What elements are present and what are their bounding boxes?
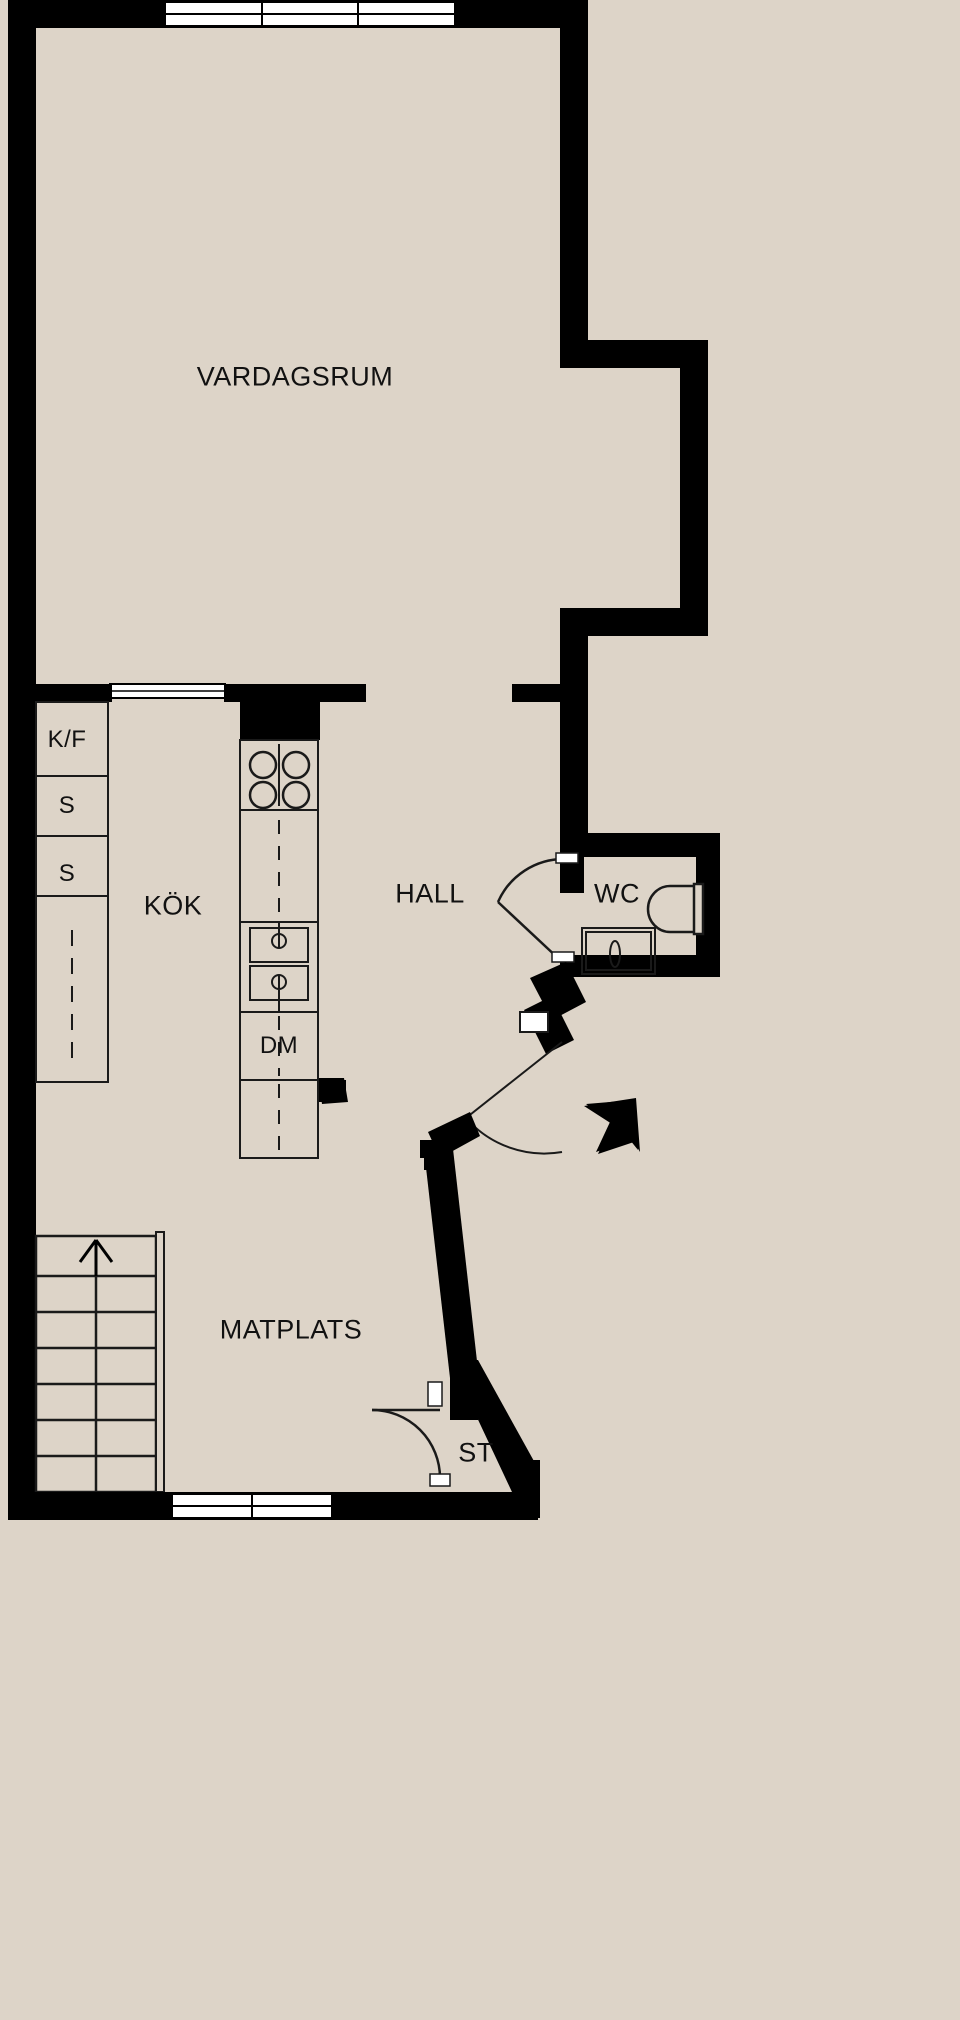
kitchen-left-cabinets [35, 701, 109, 1083]
room-label-hall: HALL [395, 878, 465, 909]
room-label-vardagsrum: VARDAGSRUM [196, 361, 394, 392]
fixture-label-cabinet-1: S [58, 792, 76, 819]
fixture-label-cabinet-2: S [58, 860, 76, 887]
window-kitchen [109, 683, 226, 699]
room-label-kok: KÖK [143, 890, 203, 921]
fixture-label-fridge-freezer: K/F [47, 726, 87, 753]
wall-caps [8, 1492, 538, 1520]
wall-stub-diagonal-kitchen [318, 1078, 348, 1104]
door-wc-swing[interactable] [496, 852, 579, 963]
fixture-label-dishwasher: DM [259, 1032, 299, 1059]
window-dining-south [171, 1493, 333, 1519]
room-label-matplats: MATPLATS [219, 1314, 363, 1345]
washbasin-vanity [581, 927, 656, 975]
exterior-walls [8, 0, 720, 1520]
interior-walls [8, 684, 366, 1102]
entrance-arrow [584, 1098, 640, 1154]
stair-railing [155, 1231, 165, 1493]
door-storage-swing[interactable] [371, 1381, 451, 1487]
room-label-st: ST [458, 1437, 494, 1468]
room-label-wc: WC [594, 878, 640, 909]
window-living-room-north [164, 1, 456, 27]
door-entry-leaf[interactable] [519, 1011, 549, 1033]
stair-up-arrow [78, 1239, 114, 1276]
double-basin-sink [249, 922, 309, 1012]
toilet-fixture [646, 882, 705, 936]
four-burner-stove [248, 744, 311, 810]
